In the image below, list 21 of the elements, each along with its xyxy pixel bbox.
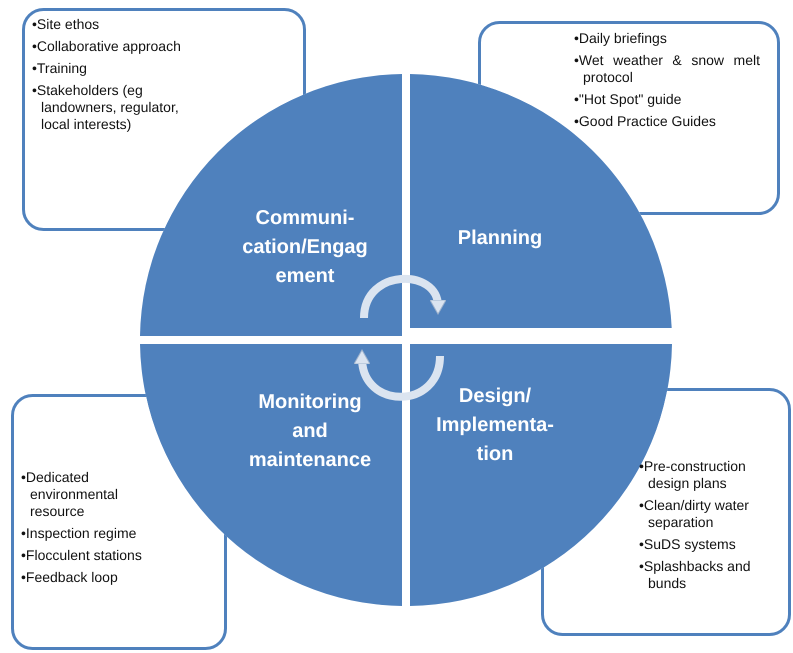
bullet-item: •Good Practice Guides: [574, 113, 717, 130]
bullet-item: •Daily briefings: [574, 30, 668, 47]
bullet-item: •Site ethos: [32, 16, 100, 33]
bullet-item: •Collaborative approach: [32, 38, 182, 55]
bullet-item: •Clean/dirty water separation: [639, 497, 750, 531]
quadrant-label: Design/ Implementa- tion: [435, 384, 555, 467]
quadrant-label: Monitoring and maintenance: [248, 390, 372, 473]
bullet-item: •Feedback loop: [21, 569, 119, 586]
quadrant-label: Communi- cation/Engag ement: [241, 206, 369, 289]
bullet-item: •Wet weather & snow melt protocol: [574, 52, 760, 86]
bullet-item: •Flocculent stations: [21, 547, 143, 564]
bullet-item: •Stakeholders (eg landowners, regulator, local interests): [32, 82, 180, 133]
bullet-item: •"Hot Spot" guide: [574, 91, 682, 108]
bullet-item: •Pre-construction design plans: [639, 458, 747, 492]
bullet-item: •Splashbacks and bunds: [639, 558, 752, 592]
bullet-item: •Dedicated environmental resource: [21, 469, 119, 520]
quadrant-label: Planning: [456, 226, 544, 251]
bullet-item: •SuDS systems: [639, 536, 737, 553]
bullet-item: •Inspection regime: [21, 525, 138, 542]
bullet-item: •Training: [32, 60, 88, 77]
bullet-list-box: [11, 394, 227, 650]
